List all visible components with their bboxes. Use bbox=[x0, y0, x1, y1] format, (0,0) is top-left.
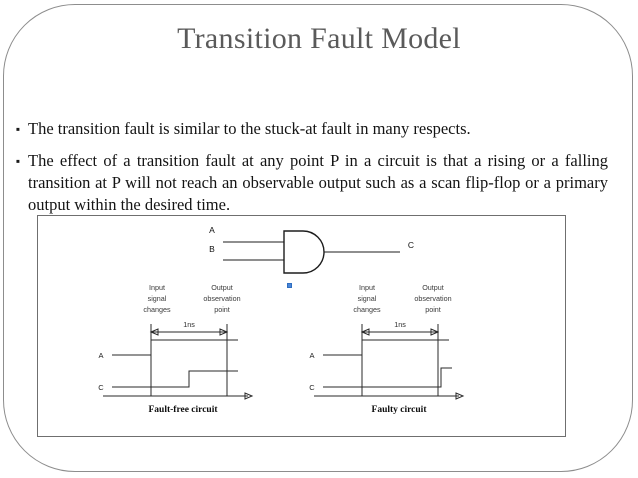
circuit-figure-svg: A B C Input signal changes Output observ… bbox=[98, 225, 465, 415]
fy-time-axis-arrow bbox=[455, 392, 465, 400]
fy-signal-c-label: C bbox=[309, 383, 315, 392]
list-item: ▪ The effect of a transition fault at an… bbox=[8, 150, 608, 216]
bullet-text-2: The effect of a transition fault at any … bbox=[28, 151, 608, 214]
bullet-marker-icon: ▪ bbox=[15, 122, 21, 136]
ff-output-ann-line2: observation bbox=[203, 294, 240, 303]
fy-signal-a-label: A bbox=[309, 351, 314, 360]
gate-input-b-label: B bbox=[209, 244, 215, 254]
ff-signal-c-label: C bbox=[98, 383, 104, 392]
ff-time-axis-arrow bbox=[244, 392, 254, 400]
fy-dimension-arrow-left bbox=[360, 328, 370, 336]
fy-output-ann-line2: observation bbox=[414, 294, 451, 303]
bullet-marker-icon: ▪ bbox=[15, 154, 21, 168]
page-title: Transition Fault Model bbox=[177, 22, 461, 55]
ff-caption: Fault-free circuit bbox=[148, 405, 218, 415]
list-item: ▪ The transition fault is similar to the… bbox=[8, 118, 608, 140]
bullet-text-1: The transition fault is similar to the s… bbox=[28, 119, 471, 138]
fy-output-ann-line1: Output bbox=[422, 283, 444, 292]
panel-faulty: Input signal changes Output observation … bbox=[309, 283, 465, 415]
ff-dimension-arrow-left bbox=[149, 328, 159, 336]
panel-fault-free: Input signal changes Output observation … bbox=[98, 283, 254, 415]
fy-input-ann-line1: Input bbox=[359, 283, 375, 292]
fy-dimension-arrow-right bbox=[430, 328, 440, 336]
fy-input-ann-line3: changes bbox=[353, 305, 381, 314]
and-gate-group: A B C bbox=[209, 225, 414, 274]
fy-dimension-label: 1ns bbox=[394, 320, 406, 329]
fy-waveform-c bbox=[323, 367, 452, 388]
and-gate-body bbox=[283, 230, 325, 274]
ff-signal-a-label: A bbox=[98, 351, 103, 360]
ff-dimension-label: 1ns bbox=[183, 320, 195, 329]
ff-output-ann-line1: Output bbox=[211, 283, 233, 292]
fy-caption: Faulty circuit bbox=[372, 405, 428, 415]
bullet-list: ▪ The transition fault is similar to the… bbox=[8, 118, 608, 226]
gate-output-c-label: C bbox=[408, 240, 414, 250]
ff-waveform-c bbox=[112, 370, 238, 388]
circuit-figure[interactable]: A B C Input signal changes Output observ… bbox=[37, 215, 566, 437]
selection-handle[interactable] bbox=[287, 283, 292, 288]
ff-dimension-arrow-right bbox=[219, 328, 229, 336]
fy-waveform-a bbox=[323, 339, 449, 356]
ff-input-ann-line2: signal bbox=[148, 294, 167, 303]
gate-input-a-label: A bbox=[209, 225, 215, 235]
ff-input-ann-line3: changes bbox=[143, 305, 171, 314]
ff-input-ann-line1: Input bbox=[149, 283, 165, 292]
ff-output-ann-line3: point bbox=[214, 305, 230, 314]
ff-waveform-a bbox=[112, 339, 238, 356]
fy-output-ann-line3: point bbox=[425, 305, 441, 314]
fy-input-ann-line2: signal bbox=[358, 294, 377, 303]
